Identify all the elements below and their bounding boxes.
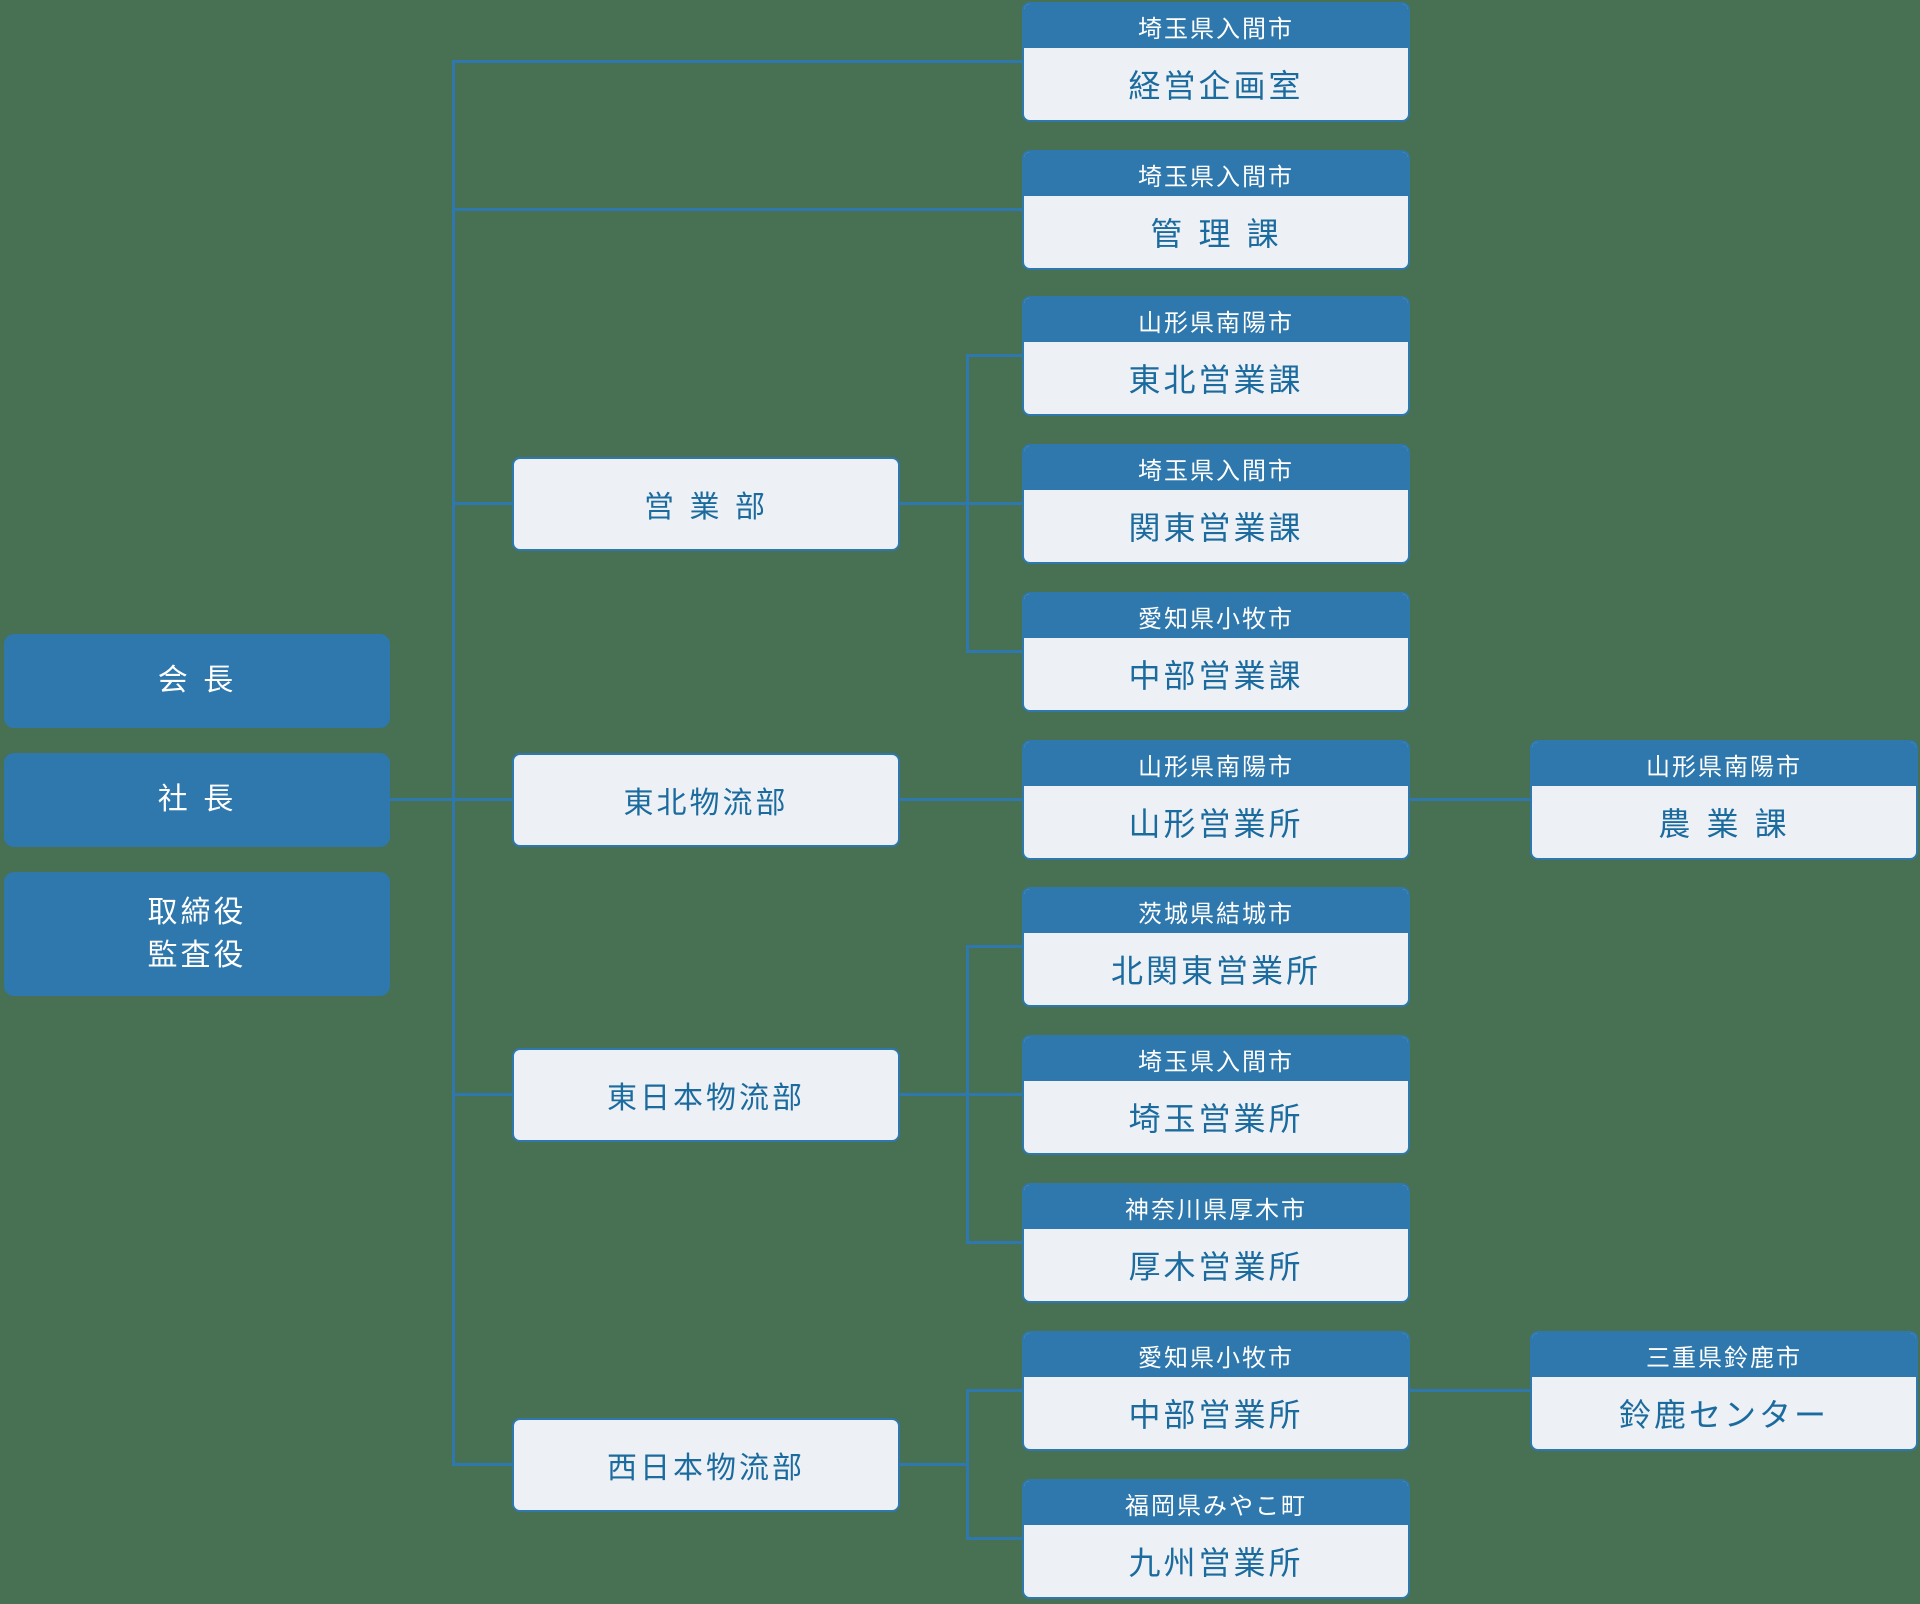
connector-line <box>1408 1389 1532 1392</box>
connector-line <box>898 798 1024 801</box>
location-header: 山形県南陽市 <box>1532 742 1916 786</box>
unit-name: 北関東営業所 <box>1110 952 1321 990</box>
unit-name: 経営企画室 <box>1128 67 1304 105</box>
location-header: 三重県鈴鹿市 <box>1532 1333 1916 1377</box>
chubu-sales-office-box: 愛知県小牧市 中部営業所 <box>1022 1331 1410 1451</box>
kyushu-sales-office-box: 福岡県みやこ町 九州営業所 <box>1022 1479 1410 1599</box>
location-header: 福岡県みやこ町 <box>1024 1481 1408 1525</box>
suzuka-center-box: 三重県鈴鹿市 鈴鹿センター <box>1530 1331 1918 1451</box>
auditors-label: 監査役 <box>147 938 247 973</box>
connector-line <box>966 1389 1024 1392</box>
location-header: 埼玉県入間市 <box>1024 152 1408 196</box>
chairman-box: 会 長 <box>4 634 390 728</box>
location-header: 埼玉県入間市 <box>1024 1037 1408 1081</box>
connector-line <box>388 798 514 801</box>
location-header: 愛知県小牧市 <box>1024 594 1408 638</box>
connector-line <box>1408 798 1532 801</box>
chairman-label: 会 長 <box>157 663 237 699</box>
connector-line <box>966 354 1024 357</box>
location-header: 埼玉県入間市 <box>1024 446 1408 490</box>
connector-line <box>966 1241 1024 1244</box>
connector-trunk-line <box>452 60 455 1466</box>
connector-line <box>452 208 1024 211</box>
connector-line <box>898 1463 968 1466</box>
directors-label: 取締役 <box>147 894 247 930</box>
kanto-sales-section-box: 埼玉県入間市 関東営業課 <box>1022 444 1410 564</box>
location-header: 愛知県小牧市 <box>1024 1333 1408 1377</box>
sales-dept-box: 営 業 部 <box>512 457 900 551</box>
saitama-sales-office-box: 埼玉県入間市 埼玉営業所 <box>1022 1035 1410 1155</box>
connector-line <box>966 502 1024 505</box>
west-japan-logistics-dept-box: 西日本物流部 <box>512 1418 900 1512</box>
connector-line <box>966 1093 1024 1096</box>
atsugi-sales-office-box: 神奈川県厚木市 厚木営業所 <box>1022 1183 1410 1303</box>
administration-section-box: 埼玉県入間市 管 理 課 <box>1022 150 1410 270</box>
tohoku-logistics-dept-box: 東北物流部 <box>512 753 900 847</box>
location-header: 埼玉県入間市 <box>1024 4 1408 48</box>
unit-name: 九州営業所 <box>1128 1544 1304 1582</box>
east-japan-logistics-dept-label: 東日本物流部 <box>607 1081 805 1116</box>
location-header: 山形県南陽市 <box>1024 742 1408 786</box>
management-planning-office-box: 埼玉県入間市 経営企画室 <box>1022 2 1410 122</box>
yamagata-sales-office-box: 山形県南陽市 山形営業所 <box>1022 740 1410 860</box>
west-japan-logistics-dept-label: 西日本物流部 <box>607 1451 805 1486</box>
connector-line <box>966 1537 1024 1540</box>
kita-kanto-sales-office-box: 茨城県結城市 北関東営業所 <box>1022 887 1410 1007</box>
unit-name: 鈴鹿センター <box>1618 1396 1829 1434</box>
chubu-sales-section-box: 愛知県小牧市 中部営業課 <box>1022 592 1410 712</box>
directors-auditors-box: 取締役 監査役 <box>4 872 390 996</box>
connector-line <box>898 502 968 505</box>
connector-line <box>452 1093 514 1096</box>
unit-name: 山形営業所 <box>1128 805 1304 843</box>
unit-name: 中部営業課 <box>1128 657 1304 695</box>
location-header: 神奈川県厚木市 <box>1024 1185 1408 1229</box>
tohoku-logistics-dept-label: 東北物流部 <box>623 786 789 821</box>
location-header: 茨城県結城市 <box>1024 889 1408 933</box>
connector-fork-line <box>966 1389 969 1540</box>
unit-name: 管 理 課 <box>1150 215 1282 253</box>
connector-line <box>966 945 1024 948</box>
president-label: 社 長 <box>157 782 237 818</box>
connector-line <box>452 60 1024 63</box>
unit-name: 厚木営業所 <box>1128 1248 1304 1286</box>
connector-line <box>966 650 1024 653</box>
unit-name: 関東営業課 <box>1128 509 1304 547</box>
tohoku-sales-section-box: 山形県南陽市 東北営業課 <box>1022 296 1410 416</box>
agriculture-section-box: 山形県南陽市 農 業 課 <box>1530 740 1918 860</box>
sales-dept-label: 営 業 部 <box>643 490 769 525</box>
location-header: 山形県南陽市 <box>1024 298 1408 342</box>
east-japan-logistics-dept-box: 東日本物流部 <box>512 1048 900 1142</box>
unit-name: 埼玉営業所 <box>1128 1100 1304 1138</box>
unit-name: 東北営業課 <box>1128 361 1304 399</box>
unit-name: 中部営業所 <box>1128 1396 1304 1434</box>
president-box: 社 長 <box>4 753 390 847</box>
unit-name: 農 業 課 <box>1658 805 1790 843</box>
connector-line <box>452 1463 514 1466</box>
connector-line <box>898 1093 968 1096</box>
connector-line <box>452 502 514 505</box>
